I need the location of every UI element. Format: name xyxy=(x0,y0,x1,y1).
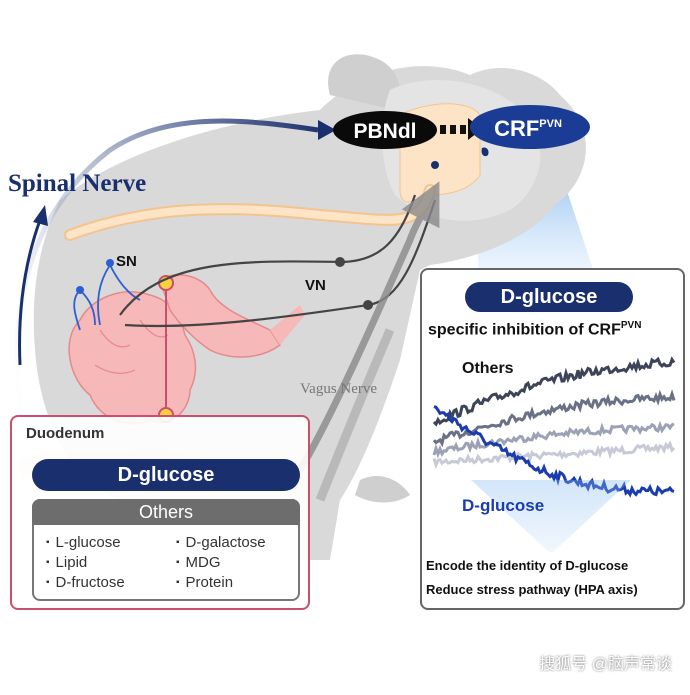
spinal-nerve-arrowhead-up xyxy=(33,205,48,226)
others-list-left: L-glucose Lipid D-fructose xyxy=(46,533,125,593)
others-trace-label: Others xyxy=(462,360,514,377)
panel-dglucose-pill: D-glucose xyxy=(465,282,633,312)
list-item: MDG xyxy=(176,553,266,573)
others-list-right: D-galactose MDG Protein xyxy=(176,533,266,593)
encode-statement: Encode the identity of D-glucose xyxy=(426,558,629,573)
list-item: L-glucose xyxy=(46,533,125,553)
list-item: D-fructose xyxy=(46,573,125,593)
vagal-ganglion-2 xyxy=(363,300,373,310)
activity-traces xyxy=(432,356,676,552)
list-item: Protein xyxy=(176,573,266,593)
dglucose-trace xyxy=(433,405,675,498)
list-item: Lipid xyxy=(46,553,125,573)
others-header: Others xyxy=(32,499,300,525)
crf-activity-panel: D-glucose specific inhibition of CRFPVN … xyxy=(420,268,685,610)
pbndl-label: PBNdl xyxy=(354,120,417,143)
duodenum-box: Duodenum D-glucose Others L-glucose Lipi… xyxy=(10,415,310,610)
funnel-arrow xyxy=(471,480,631,552)
spinal-nerve-arrow xyxy=(14,118,319,431)
vagus-nerve-label: Vagus Nerve xyxy=(300,381,377,397)
crf-pvn-label: CRFPVN xyxy=(494,116,562,141)
duodenum-title: Duodenum xyxy=(26,425,105,442)
sn-label: SN xyxy=(116,253,137,270)
others-trace-1 xyxy=(432,356,676,427)
panel-subtitle: specific inhibition of CRFPVN xyxy=(428,320,642,339)
vn-label: VN xyxy=(305,277,326,294)
vagal-afferents xyxy=(119,194,437,328)
vagus-nerve-arrow xyxy=(296,181,440,472)
duodenum-dglucose-pill: D-glucose xyxy=(32,459,300,491)
others-trace-4 xyxy=(432,440,676,470)
spinal-nerve-arrowhead-right xyxy=(318,120,336,140)
pbndl-node xyxy=(333,111,437,149)
watermark: 搜狐号 @脑声常谈 xyxy=(539,656,672,673)
spinal-afferents xyxy=(73,264,141,331)
reduce-statement: Reduce stress pathway (HPA axis) xyxy=(426,582,638,597)
others-box: Others L-glucose Lipid D-fructose D-gala… xyxy=(32,499,300,601)
spinal-ganglion-1 xyxy=(106,259,114,267)
others-trace-3 xyxy=(432,420,675,459)
spinal-ganglion-2 xyxy=(76,286,84,294)
dglucose-trace-label: D-glucose xyxy=(462,496,545,515)
others-trace-2 xyxy=(432,389,676,448)
crf-pvn-node xyxy=(470,105,590,149)
list-item: D-galactose xyxy=(176,533,266,553)
spinal-nerve-label: Spinal Nerve xyxy=(8,170,146,197)
vagal-ganglion-1 xyxy=(335,257,345,267)
